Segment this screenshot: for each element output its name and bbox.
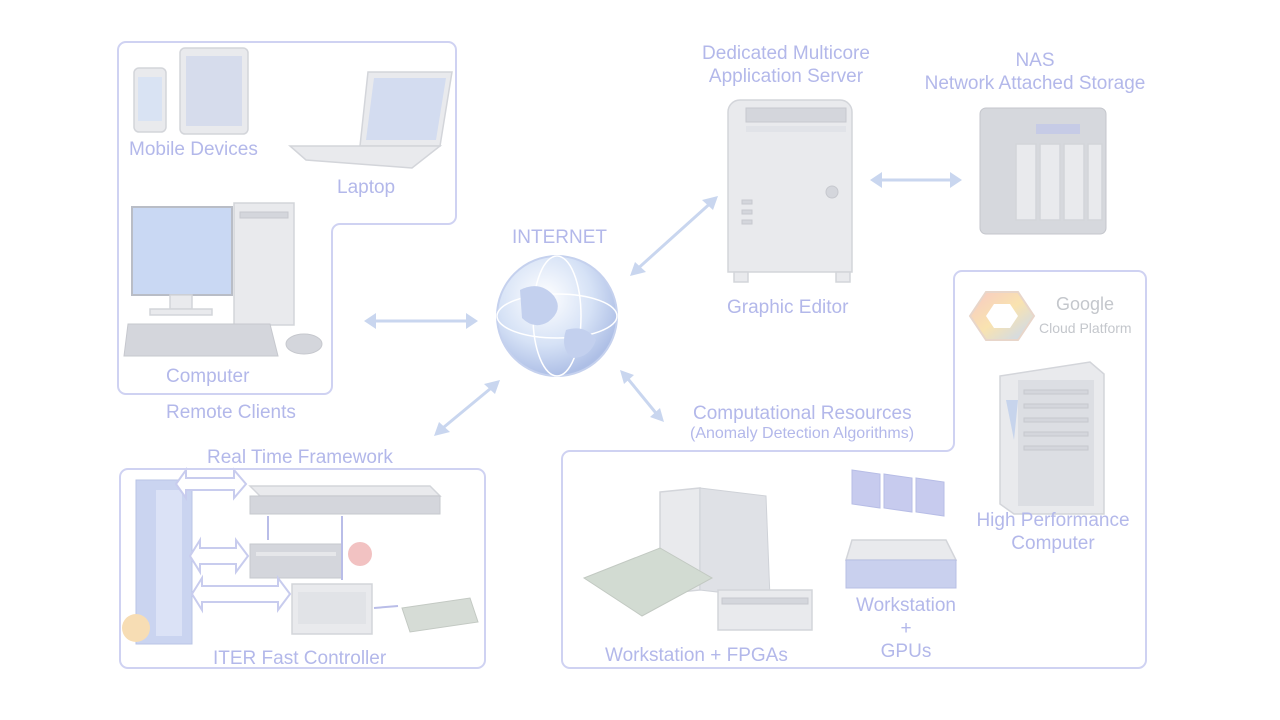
mobile-devices-label: Mobile Devices [129, 139, 258, 160]
real-time-outline [119, 468, 486, 669]
application-server-icon [727, 99, 853, 283]
computational-outline [561, 270, 1147, 669]
fpga-workstation-icon [582, 487, 813, 631]
gpu-cards-icon [851, 469, 945, 517]
real-time-rack-icon [122, 479, 193, 645]
desktop-computer-icon [123, 202, 323, 357]
google-cloud-icon [968, 291, 1036, 341]
internet-links [364, 172, 962, 436]
globe-icon [496, 255, 618, 377]
iter-fast-controller-label: ITER Fast Controller [213, 648, 387, 669]
real-time-framework-label: Real Time Framework [207, 447, 393, 468]
hpc-rack-icon [999, 361, 1105, 515]
cloud-platform-label: Cloud Platform [1039, 320, 1132, 336]
graphic-editor-label: Graphic Editor [727, 297, 849, 318]
internet-label: INTERNET [512, 227, 607, 248]
clock-badge-icon [348, 542, 372, 566]
nas-title: NAS Network Attached Storage [910, 50, 1160, 96]
gpu-workstation-icon [844, 539, 958, 589]
fpga-board-icon [401, 597, 479, 633]
data-flow-arrows [174, 466, 292, 614]
network-switch-icon [248, 485, 442, 515]
computational-title: Computational Resources [693, 403, 912, 424]
tablet-icon [179, 47, 249, 135]
phone-icon [133, 67, 167, 133]
gpu-label-line1: Workstation [856, 595, 956, 616]
nas-storage-icon [979, 107, 1107, 235]
app-server-title-line2: Application Server [708, 65, 864, 87]
computer-label: Computer [166, 366, 250, 387]
server-chassis-icon [249, 543, 343, 579]
gpu-workstation-label: Workstation + GPUs [846, 595, 966, 663]
app-server-title-line1: Dedicated Multicore [702, 43, 870, 64]
hpc-label-line2: Computer [1011, 532, 1095, 554]
gpu-label-line2: + [900, 617, 912, 639]
gpu-label-line3: GPUs [880, 640, 932, 662]
computational-subtitle: (Anomaly Detection Algorithms) [690, 425, 915, 442]
laptop-icon [288, 71, 453, 169]
hpc-label: High Performance Computer [960, 510, 1146, 556]
nas-title-line2: Network Attached Storage [924, 72, 1146, 94]
app-server-title: Dedicated Multicore Application Server [686, 43, 886, 89]
internal-connectors [267, 516, 399, 609]
remote-clients-label: Remote Clients [166, 402, 296, 423]
remote-clients-outline [117, 41, 457, 395]
nas-title-line1: NAS [1015, 50, 1055, 71]
hpc-label-line1: High Performance [976, 510, 1130, 531]
laptop-label: Laptop [337, 177, 396, 198]
fpga-workstation-label: Workstation + FPGAs [605, 645, 788, 666]
io-crate-icon [291, 583, 373, 635]
google-brand: Google [1056, 294, 1115, 314]
